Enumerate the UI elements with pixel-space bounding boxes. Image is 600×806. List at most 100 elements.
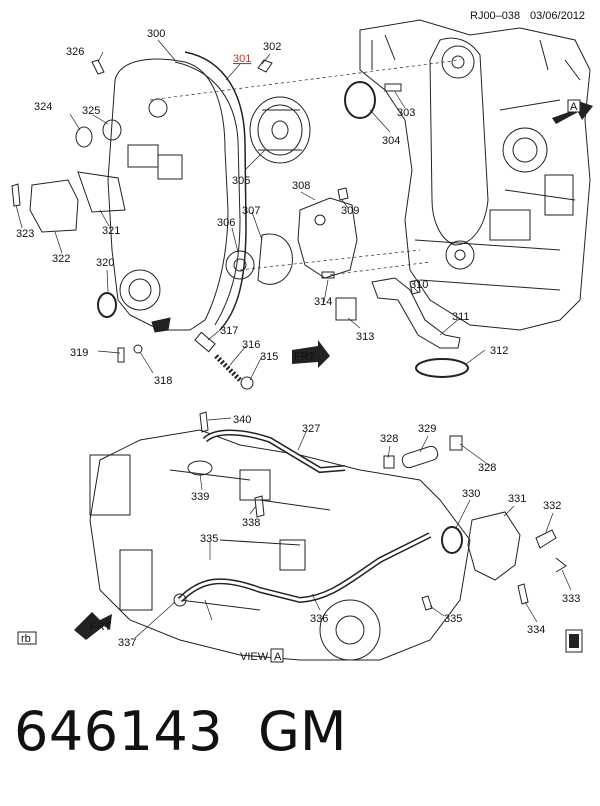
o-ring-304 xyxy=(344,81,376,119)
sensor-332 xyxy=(535,529,557,549)
callout-315: 315 xyxy=(260,351,278,363)
callout-300: 300 xyxy=(147,28,165,40)
callout-334: 334 xyxy=(527,624,545,636)
front-arrow-bottom-label: FRT xyxy=(90,621,111,633)
coolant-pipe-327-inner xyxy=(203,431,346,472)
bolt-310 xyxy=(409,279,421,295)
leader-lines xyxy=(15,39,572,639)
callout-325: 325 xyxy=(82,105,100,117)
arrow-marker-a: A xyxy=(552,99,593,124)
oil-pump-cover xyxy=(297,197,358,279)
callout-328b: 328 xyxy=(478,462,496,474)
part-number: 646143 xyxy=(14,700,224,763)
callout-332: 332 xyxy=(543,500,561,512)
callout-316: 316 xyxy=(242,339,260,351)
callout-312: 312 xyxy=(490,345,508,357)
oil-screen-seal xyxy=(415,358,469,378)
callout-326: 326 xyxy=(66,46,84,58)
bolt-323 xyxy=(11,183,21,207)
callout-323: 323 xyxy=(16,228,34,240)
bolt-338 xyxy=(254,495,265,518)
plug-318 xyxy=(133,344,143,354)
callout-322: 322 xyxy=(52,253,70,265)
valve-317 xyxy=(194,331,216,353)
callout-339: 339 xyxy=(191,491,209,503)
bolt-335 xyxy=(421,595,433,611)
callout-336: 336 xyxy=(310,613,328,625)
callout-301: 301 xyxy=(233,53,251,65)
bolt-309 xyxy=(337,187,349,201)
callout-320: 320 xyxy=(96,257,114,269)
bolt-326 xyxy=(91,59,105,75)
diagram-date: 03/06/2012 xyxy=(530,10,585,22)
bolt-340 xyxy=(199,411,209,433)
front-arrow-top-label: FRT xyxy=(294,351,315,363)
callout-307: 307 xyxy=(242,205,260,217)
arrow-marker-a-letter: A xyxy=(570,101,578,113)
cover-322 xyxy=(29,179,79,233)
callout-313: 313 xyxy=(356,331,374,343)
pin-319 xyxy=(117,347,125,363)
callout-303: 303 xyxy=(397,107,415,119)
clamp-328a xyxy=(383,455,395,469)
callouts-top: 300 301 302 303 304 305 306 307 308 309 … xyxy=(16,28,508,387)
front-arrow-top: FRT xyxy=(292,340,330,368)
callout-337: 337 xyxy=(118,637,136,649)
callout-308: 308 xyxy=(292,180,310,192)
view-letter-box xyxy=(270,648,284,663)
water-pump xyxy=(249,96,311,164)
oil-pickup-tube xyxy=(371,277,461,349)
callout-329: 329 xyxy=(418,423,436,435)
oil-pump-cover-hole xyxy=(314,214,326,226)
gasket-339 xyxy=(187,460,213,476)
corner-tag-box xyxy=(17,631,37,645)
front-arrow-bottom: FRT xyxy=(74,612,112,640)
seal-337 xyxy=(173,593,187,607)
callout-305: 305 xyxy=(232,175,250,187)
diagram-id: RJ00–038 xyxy=(470,10,520,22)
bolt-334 xyxy=(517,583,529,605)
cap-324 xyxy=(75,126,93,148)
plug-315 xyxy=(240,376,254,390)
callout-335a: 335 xyxy=(200,533,218,545)
clip-333 xyxy=(555,557,567,573)
callout-335b: 335 xyxy=(444,613,462,625)
clamp-328b xyxy=(449,435,463,451)
callout-309: 309 xyxy=(341,205,359,217)
engine-block-top xyxy=(359,19,591,331)
oil-pump-rotors xyxy=(225,233,293,285)
callout-304: 304 xyxy=(382,135,400,147)
hose-329 xyxy=(401,445,439,469)
callout-327: 327 xyxy=(302,423,320,435)
callout-318: 318 xyxy=(154,375,172,387)
callout-324: 324 xyxy=(34,101,52,113)
callout-321: 321 xyxy=(102,225,120,237)
callout-302: 302 xyxy=(263,41,281,53)
callouts-bottom: 327 328 328 329 330 331 332 333 334 335 … xyxy=(118,414,580,649)
view-label: VIEW xyxy=(240,651,269,663)
coolant-pipe-336-inner xyxy=(178,533,431,602)
spring-316 xyxy=(214,354,242,382)
timing-cover xyxy=(107,58,241,333)
callout-333: 333 xyxy=(562,593,580,605)
gasket-321 xyxy=(77,171,126,213)
callout-330: 330 xyxy=(462,488,480,500)
callout-319: 319 xyxy=(70,347,88,359)
dowel-pin-303 xyxy=(384,83,402,92)
corner-tag: rb xyxy=(21,633,31,645)
callout-306: 306 xyxy=(217,217,235,229)
callout-311: 311 xyxy=(452,311,470,323)
bolt-302 xyxy=(257,59,273,73)
callout-328a: 328 xyxy=(380,433,398,445)
seal-325 xyxy=(102,119,122,141)
callout-317: 317 xyxy=(220,325,238,337)
timing-cover-gasket xyxy=(184,51,247,331)
callout-340: 340 xyxy=(233,414,251,426)
pin-314 xyxy=(321,271,335,279)
callout-331: 331 xyxy=(508,493,526,505)
view-letter: A xyxy=(274,651,282,663)
callout-338: 338 xyxy=(242,517,260,529)
callout-310: 310 xyxy=(410,279,428,291)
brand-label: GM xyxy=(258,700,347,763)
